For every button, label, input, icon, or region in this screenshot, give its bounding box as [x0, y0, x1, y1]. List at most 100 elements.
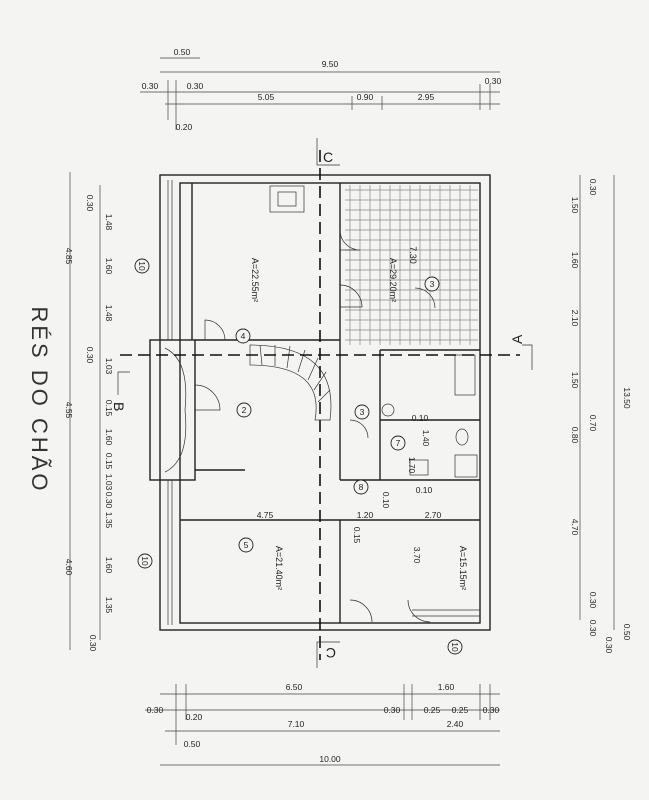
dim-bot-710: 7.10	[288, 719, 305, 729]
dim-room-140: 1.40	[421, 430, 431, 447]
dim-top-030c: 0.30	[485, 76, 502, 86]
dim-right-030b: 0.30	[588, 592, 598, 609]
dim-right-070: 0.70	[588, 415, 598, 432]
section-label-a: A	[509, 334, 525, 344]
dim-left-148a: 1.48	[104, 214, 114, 231]
dim-bot-050: 0.50	[184, 739, 201, 749]
dim-top-950: 9.50	[322, 59, 339, 69]
dim-left-030c: 0.30	[104, 492, 114, 509]
svg-text:3: 3	[360, 407, 365, 417]
dim-left-030d: 0.30	[88, 635, 98, 652]
dim-right-210: 2.10	[570, 310, 580, 327]
dim-top-020: 0.20	[176, 122, 193, 132]
dim-left-485: 4.85	[64, 248, 74, 265]
left-dimensions: 4.85 4.55 4.60 0.30 1.48 1.60 1.48 0.30 …	[64, 172, 114, 652]
dim-bot-025b: 0.25	[452, 705, 469, 715]
room-marker-2: 2	[236, 402, 252, 418]
room-marker-5: 5	[238, 537, 254, 553]
dim-room-120: 1.20	[357, 510, 374, 520]
elevation-mark-bottom-right: 10	[447, 639, 463, 655]
dim-bot-650: 6.50	[286, 682, 303, 692]
room-3-length: 7.30	[408, 246, 418, 264]
svg-text:3: 3	[430, 279, 435, 289]
dim-bot-030a: 0.30	[147, 705, 164, 715]
room-3-area: A=29.20m²	[388, 258, 398, 302]
dim-right-030c: 0.30	[588, 620, 598, 637]
plan-title: RÉS DO CHÃO	[27, 306, 52, 493]
elevation-mark-left-bottom: 10	[137, 553, 153, 569]
dim-left-135b: 1.35	[104, 597, 114, 614]
room-5-area: A=21.40m²	[274, 546, 284, 590]
dim-top-505: 5.05	[258, 92, 275, 102]
dim-room-015: 0.15	[352, 527, 362, 544]
dim-top-295: 2.95	[418, 92, 435, 102]
section-lines: C C B A	[111, 138, 533, 668]
top-dimensions: 0.50 9.50 0.30 0.30 0.30 5.05 0.90 2.95 …	[140, 47, 502, 132]
dim-left-160c: 1.60	[104, 557, 114, 574]
room-marker-3a: 3	[424, 276, 440, 292]
dim-right-1350: 13.50	[622, 387, 632, 409]
dim-room-475: 4.75	[257, 510, 274, 520]
dim-right-470: 4.70	[570, 519, 580, 536]
dim-left-160a: 1.60	[104, 258, 114, 275]
section-label-c-bottom: C	[326, 645, 336, 661]
dim-left-015a: 0.15	[104, 400, 114, 417]
dim-left-135a: 1.35	[104, 512, 114, 529]
dim-right-160: 1.60	[570, 252, 580, 269]
section-label-c-top: C	[323, 149, 333, 165]
svg-text:10: 10	[137, 261, 147, 271]
dim-left-160b: 1.60	[104, 429, 114, 446]
dim-left-148b: 1.48	[104, 305, 114, 322]
dim-right-030a: 0.30	[588, 179, 598, 196]
dim-room-270: 2.70	[425, 510, 442, 520]
room-marker-3b: 3	[354, 404, 370, 420]
svg-text:8: 8	[359, 482, 364, 492]
room-1-area: A=22.55m²	[250, 258, 260, 302]
dim-bot-030b: 0.30	[384, 705, 401, 715]
elevation-mark-left-top: 10	[134, 258, 150, 274]
svg-text:4: 4	[241, 331, 246, 341]
right-dimensions: 13.50 0.30 1.50 1.60 2.10 1.50 0.70 0.80…	[570, 175, 632, 654]
room-6-area: A=15.15m²	[458, 546, 468, 590]
dim-left-103b: 1.03	[104, 474, 114, 491]
dim-bot-030c: 0.30	[483, 705, 500, 715]
room-labels: A=22.55m² A=29.20m² 7.30 A=21.40m² A=15.…	[250, 246, 468, 590]
room-marker-8: 8	[353, 479, 369, 495]
dim-left-015b: 0.15	[104, 453, 114, 470]
dim-left-455: 4.55	[64, 402, 74, 419]
dim-bot-025a: 0.25	[424, 705, 441, 715]
room-markers: 4 2 3 3 5 7 8	[235, 276, 440, 553]
dim-right-150b: 1.50	[570, 372, 580, 389]
dim-top-090: 0.90	[357, 92, 374, 102]
dim-left-103a: 1.03	[104, 358, 114, 375]
dim-right-150a: 1.50	[570, 197, 580, 214]
dim-left-030b: 0.30	[85, 347, 95, 364]
building-walls	[149, 174, 491, 631]
dim-left-460: 4.60	[64, 559, 74, 576]
svg-text:10: 10	[450, 642, 460, 652]
room-marker-1: 4	[235, 328, 251, 344]
room-marker-7: 7	[390, 435, 406, 451]
dim-bot-1000: 10.00	[319, 754, 341, 764]
dim-top-050: 0.50	[174, 47, 191, 57]
dim-right-030d: 0.30	[604, 637, 614, 654]
section-label-b: B	[111, 402, 127, 411]
dim-left-030a: 0.30	[85, 195, 95, 212]
dim-room-010a: 0.10	[412, 413, 429, 423]
dim-bot-020: 0.20	[186, 712, 203, 722]
dim-top-030b: 0.30	[187, 81, 204, 91]
dim-room-010b: 0.10	[416, 485, 433, 495]
dim-right-080: 0.80	[570, 427, 580, 444]
dim-right-050: 0.50	[622, 624, 632, 641]
dim-room-010c: 0.10	[381, 492, 391, 509]
svg-text:7: 7	[396, 438, 401, 448]
dim-bot-240: 2.40	[447, 719, 464, 729]
svg-text:2: 2	[242, 405, 247, 415]
dim-room-370: 3.70	[412, 547, 422, 564]
dim-bot-160: 1.60	[438, 682, 455, 692]
dim-top-030a: 0.30	[142, 81, 159, 91]
elevation-marks: 10 10 10	[134, 258, 463, 655]
svg-text:5: 5	[244, 540, 249, 550]
